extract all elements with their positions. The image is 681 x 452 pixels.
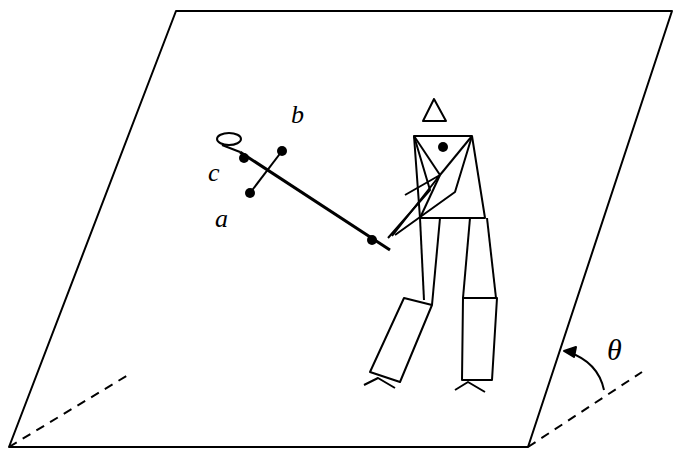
inclined-plane: [9, 11, 672, 447]
angle-arrowhead: [564, 347, 576, 357]
hand-dot: [367, 235, 377, 245]
leg: [420, 218, 424, 300]
shin: [370, 298, 432, 382]
angle-label: θ: [607, 335, 622, 365]
torso-line: [414, 136, 440, 175]
point-label: b: [291, 102, 304, 128]
ground-dashed-line: [528, 372, 642, 447]
arm: [388, 136, 430, 238]
leg: [487, 218, 496, 298]
arm: [392, 175, 440, 236]
club-neck: [222, 145, 240, 152]
leg: [432, 218, 440, 305]
point-b-dot: [277, 146, 287, 156]
torso-line: [440, 136, 472, 175]
leg: [463, 218, 470, 298]
crossbar: [250, 151, 282, 193]
golf-club-shaft: [240, 152, 390, 250]
foot: [455, 382, 485, 392]
club-head: [217, 133, 241, 145]
arm: [395, 136, 472, 235]
point-a-dot: [245, 188, 255, 198]
torso: [414, 136, 485, 218]
foot: [364, 378, 395, 388]
point-c-dot: [239, 153, 249, 163]
point-label: a: [215, 206, 228, 232]
head-triangle: [423, 99, 446, 121]
shin: [462, 298, 497, 380]
center-of-mass-dot: [438, 142, 448, 152]
point-label: c: [208, 160, 220, 186]
ground-dashed-line: [9, 375, 128, 447]
